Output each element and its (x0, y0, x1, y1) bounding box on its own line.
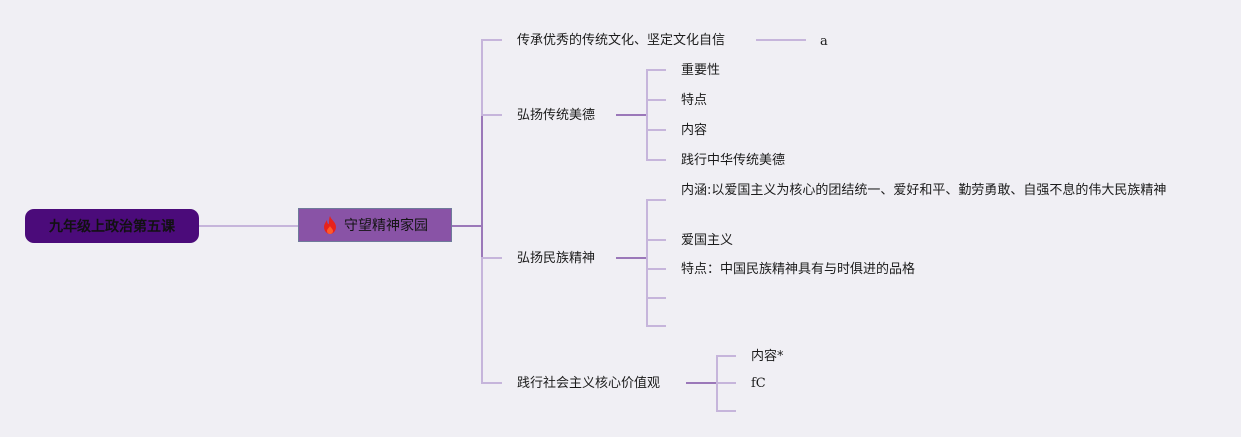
connector-root-center (199, 225, 298, 227)
connector-stub-branch-4 (481, 382, 502, 384)
branch-label: 践行社会主义核心价值观 (517, 376, 661, 391)
central-topic-node[interactable]: 守望精神家园 (298, 208, 452, 242)
connector-branch-2-stub (646, 69, 666, 71)
connector-branch-4-stub (716, 355, 736, 357)
leaf-node[interactable]: 特点：中国民族精神具有与时俱进的品格 (681, 260, 915, 279)
connector-branch-4-out (686, 382, 717, 384)
connector-branch-3-stub (646, 268, 666, 270)
connector-branch-3-stub (646, 239, 666, 241)
leaf-label: fC (751, 376, 766, 391)
leaf-label: 内涵:以爱国主义为核心的团结统一、爱好和平、勤劳勇敢、自强不息的伟大民族精神 (681, 183, 1167, 198)
connector-branch-4-stub (716, 410, 736, 412)
branch-node[interactable]: 践行社会主义核心价值观 (517, 374, 660, 393)
leaf-node[interactable]: 特点 (681, 91, 707, 110)
connector-stub-branch-2 (481, 114, 502, 116)
connector-branch-3-spine (646, 199, 648, 326)
leaf-label: 重要性 (681, 63, 721, 78)
leaf-label: 践行中华传统美德 (681, 153, 786, 168)
leaf-label: 内容 (681, 123, 708, 138)
root-node[interactable]: 九年级上政治第五课 (25, 209, 199, 243)
connector-main-spine-active (481, 114, 483, 258)
central-topic-label: 守望精神家园 (344, 218, 428, 234)
connector-branch-3-stub (646, 325, 666, 327)
leaf-node[interactable]: fC (751, 374, 766, 393)
connector-branch-3-stub (646, 297, 666, 299)
leaf-node-empty[interactable] (751, 402, 791, 421)
leaf-node[interactable]: a (820, 32, 828, 51)
connector-branch-2-out (616, 114, 647, 116)
branch-label: 弘扬民族精神 (517, 251, 596, 266)
leaf-node[interactable]: 重要性 (681, 61, 720, 80)
branch-label: 弘扬传统美德 (517, 108, 596, 123)
leaf-label: a (820, 34, 828, 49)
leaf-node-empty[interactable] (681, 289, 721, 308)
leaf-node[interactable]: 爱国主义 (681, 231, 733, 250)
connector-branch-3-out (616, 257, 647, 259)
flame-icon (324, 216, 336, 234)
connector-branch-2-spine (646, 69, 648, 161)
connector-center-spine (452, 225, 483, 227)
branch-node[interactable]: 弘扬民族精神 (517, 249, 595, 268)
leaf-node[interactable]: 内容* (751, 347, 784, 366)
leaf-node[interactable]: 内涵:以爱国主义为核心的团结统一、爱好和平、勤劳勇敢、自强不息的伟大民族精神 (681, 181, 1201, 200)
connector-branch-1-child (756, 39, 806, 41)
leaf-node[interactable]: 内容 (681, 121, 707, 140)
connector-stub-branch-1 (481, 39, 502, 41)
leaf-label: 爱国主义 (681, 233, 734, 248)
connector-branch-2-stub (646, 159, 666, 161)
root-node-label: 九年级上政治第五课 (49, 219, 175, 235)
connector-branch-4-stub (716, 382, 736, 384)
branch-node[interactable]: 弘扬传统美德 (517, 106, 595, 125)
leaf-label: 特点：中国民族精神具有与时俱进的品格 (681, 262, 916, 277)
leaf-node-empty[interactable] (681, 317, 721, 336)
branch-node[interactable]: 传承优秀的传统文化、坚定文化自信 (517, 31, 725, 50)
connector-branch-2-stub (646, 129, 666, 131)
branch-label: 传承优秀的传统文化、坚定文化自信 (517, 33, 726, 48)
leaf-label: 内容* (751, 349, 784, 364)
connector-branch-3-stub (646, 199, 666, 201)
leaf-label: 特点 (681, 93, 708, 108)
connector-branch-2-stub (646, 99, 666, 101)
connector-stub-branch-3 (481, 257, 502, 259)
leaf-node[interactable]: 践行中华传统美德 (681, 151, 785, 170)
